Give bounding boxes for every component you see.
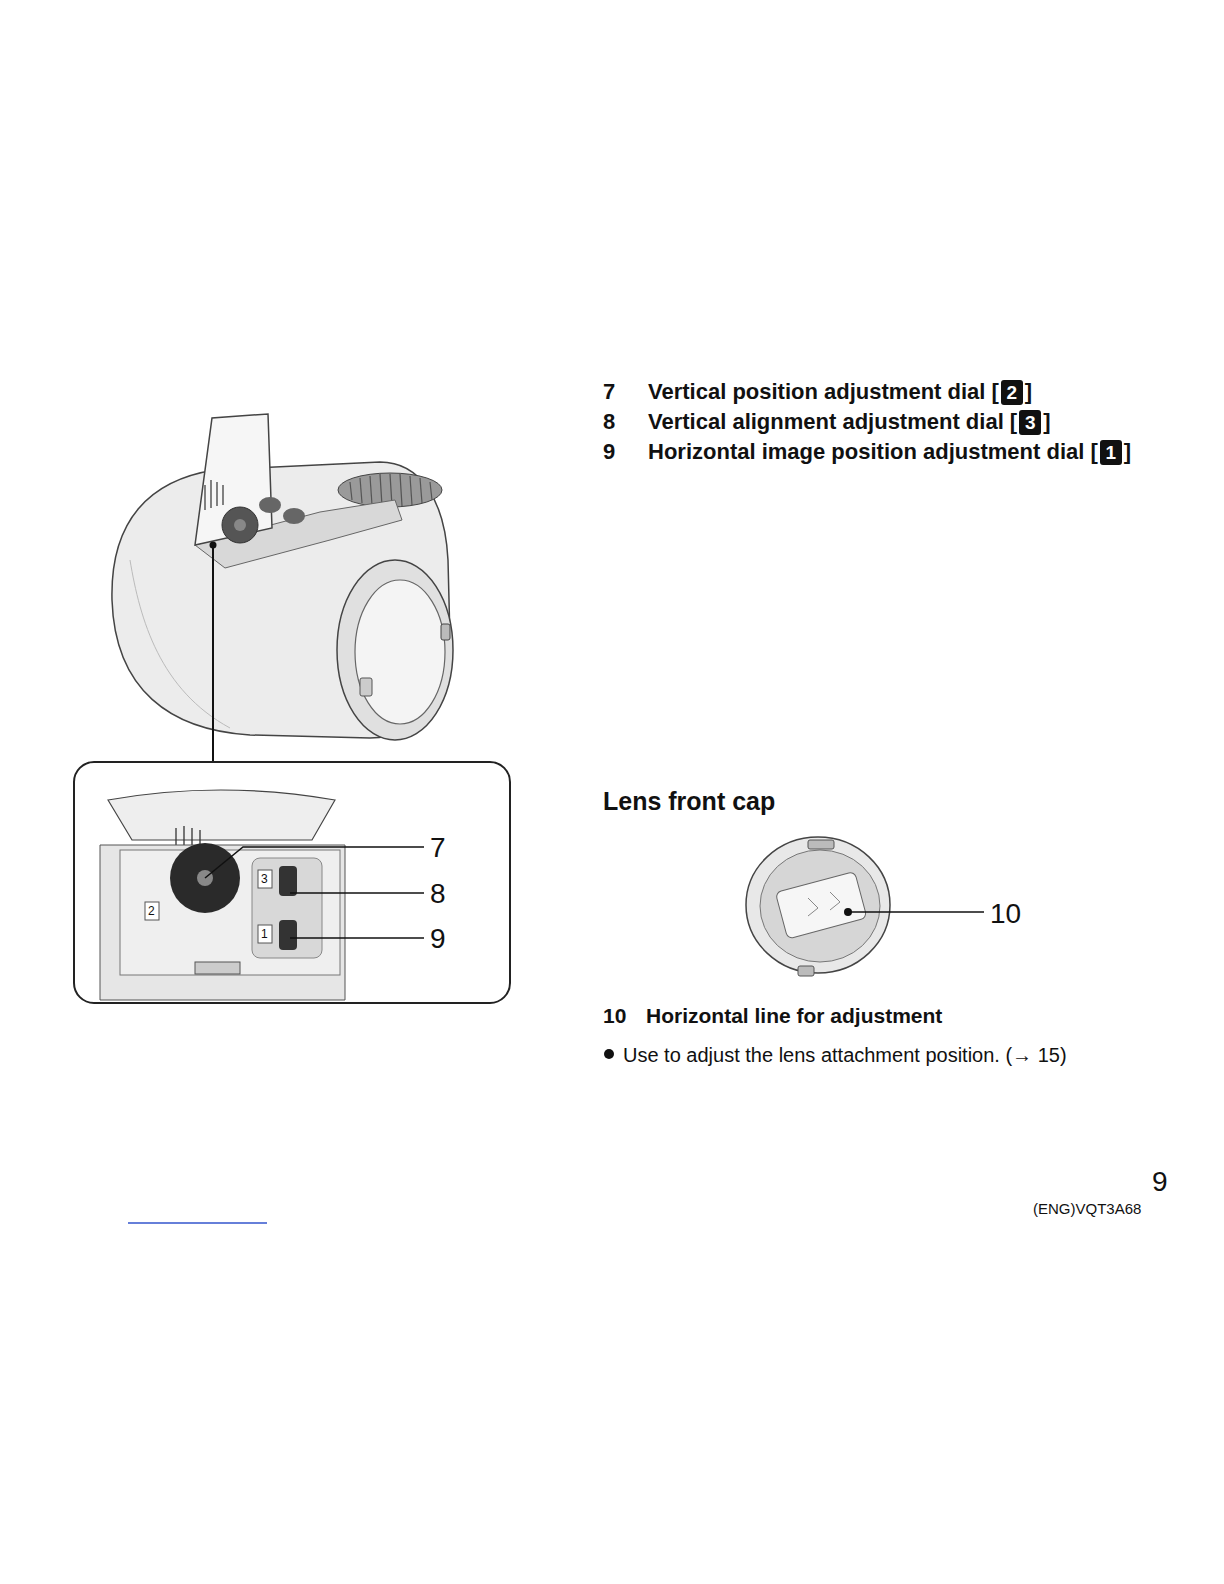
bracket: ]: [1043, 411, 1050, 433]
callout-number: 10: [990, 900, 1021, 928]
badge-number: 2: [1007, 383, 1018, 402]
item-number: 10: [603, 1005, 626, 1026]
page-number: 9: [1152, 1168, 1168, 1196]
callout-number: 9: [430, 925, 446, 953]
dial-mark: 2: [148, 905, 155, 917]
document-code: (ENG)VQT3A68: [1033, 1201, 1141, 1216]
item-text: Horizontal image position adjustment dia…: [648, 441, 1098, 463]
badge-number: 3: [1025, 413, 1036, 432]
item-number: 9: [603, 441, 615, 463]
item-number: 7: [603, 381, 615, 403]
item-text: Vertical position adjustment dial [: [648, 381, 999, 403]
bracket: ]: [1025, 381, 1032, 403]
badge-number: 1: [1106, 443, 1117, 462]
dial-mark: 1: [261, 928, 268, 940]
bracket: ]: [1124, 441, 1131, 463]
item-text: Vertical alignment adjustment dial [: [648, 411, 1017, 433]
section-heading: Lens front cap: [603, 789, 775, 814]
item-number: 8: [603, 411, 615, 433]
dial-badge: 3: [1019, 410, 1041, 435]
item-text: Horizontal line for adjustment: [646, 1005, 942, 1026]
dial-badge: 1: [1100, 440, 1122, 465]
callout-number: 7: [430, 834, 446, 862]
note-text: Use to adjust the lens attachment positi…: [623, 1045, 1067, 1065]
dial-badge: 2: [1001, 380, 1023, 405]
callout-number: 8: [430, 880, 446, 908]
dial-mark: 3: [261, 873, 268, 885]
